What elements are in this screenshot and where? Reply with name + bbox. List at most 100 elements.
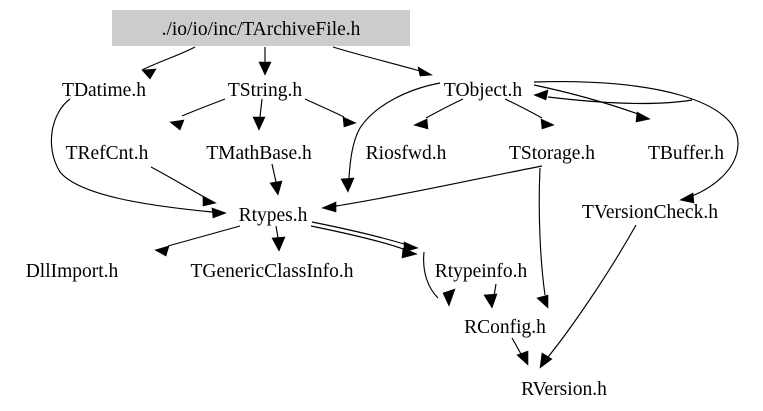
arrowhead-icon — [483, 293, 498, 309]
arrowhead-icon — [403, 241, 419, 253]
arrowhead-icon — [271, 236, 286, 252]
arrowhead-icon — [252, 116, 266, 131]
edge-line — [167, 225, 241, 247]
edge-line — [504, 98, 543, 119]
edge-line — [150, 166, 205, 198]
edge-tobject-to-rtypes — [340, 82, 441, 193]
node-highlight-box — [112, 10, 410, 46]
edge-rtypeinfo-to-rconfig2 — [483, 283, 498, 309]
edge-rtypeinfo-to-rconfig — [423, 251, 456, 307]
arrowhead-icon — [413, 118, 429, 130]
edge-tmathbase-to-rtypes — [269, 163, 283, 196]
node-label: TString.h — [228, 80, 302, 101]
node-label: TStorage.h — [509, 143, 595, 164]
node-label: TGenericClassInfo.h — [191, 261, 354, 282]
graph-node-dllimport[interactable]: DllImport.h — [26, 261, 119, 282]
edge-root-to-tstring — [258, 47, 272, 76]
edge-line — [271, 163, 277, 183]
graph-node-rtypeinfo[interactable]: Rtypeinfo.h — [435, 261, 528, 282]
arrowhead-icon — [321, 201, 337, 213]
edge-root-to-tdatime — [141, 46, 196, 80]
node-label: TBuffer.h — [648, 143, 724, 164]
edge-line — [50, 98, 213, 213]
arrowhead-icon — [258, 61, 272, 76]
edge-line — [423, 251, 439, 299]
edge-tbuffer-to-tobject — [533, 89, 693, 105]
node-label: Riosfwd.h — [366, 143, 447, 164]
edges-layer — [50, 46, 739, 369]
node-label: Rtypes.h — [239, 205, 308, 226]
arrowhead-icon — [154, 245, 170, 257]
graph-node-tdatime[interactable]: TDatime.h — [62, 80, 146, 101]
arrowhead-icon — [202, 195, 217, 207]
graph-node-tobject[interactable]: TObject.h — [444, 80, 522, 101]
edge-line — [259, 98, 263, 118]
edge-root-to-tobject — [332, 46, 433, 77]
arrowhead-icon — [401, 247, 418, 259]
edge-line — [181, 98, 226, 117]
graph-node-root[interactable]: ./io/io/inc/TArchiveFile.h — [112, 10, 410, 46]
graph-node-rversion[interactable]: RVersion.h — [521, 379, 607, 400]
edge-tstorage-to-rconfig — [536, 167, 549, 309]
edge-rtypes-to-dllimport — [154, 225, 241, 257]
graph-node-tversion[interactable]: TVersionCheck.h — [582, 202, 718, 223]
arrowhead-icon — [269, 180, 283, 196]
edge-rtypes-to-rconfig — [310, 225, 418, 259]
arrowhead-icon — [540, 118, 555, 130]
arrowhead-icon — [533, 89, 549, 101]
edge-tobject-to-tbuffer — [533, 84, 651, 123]
edge-line — [348, 82, 441, 179]
graph-node-riosfwd[interactable]: Riosfwd.h — [366, 143, 447, 164]
edge-rtypes-to-rtypeinfo — [311, 221, 419, 253]
edge-tobject-to-riosfwd — [413, 98, 464, 130]
edge-tobject-to-tversion — [533, 80, 739, 204]
graph-node-tstorage[interactable]: TStorage.h — [509, 143, 595, 164]
graph-node-tstring[interactable]: TString.h — [228, 80, 302, 101]
node-label: TObject.h — [444, 80, 522, 101]
edge-rconfig-to-rversion — [511, 337, 529, 366]
node-label: RConfig.h — [464, 317, 546, 338]
edge-line — [141, 46, 196, 71]
edge-rtypes-to-tgeneric — [271, 225, 286, 252]
graph-node-tbuffer[interactable]: TBuffer.h — [648, 143, 724, 164]
edge-line — [538, 167, 546, 296]
arrowhead-icon — [417, 66, 433, 77]
edge-line — [335, 165, 543, 207]
arrowhead-icon — [679, 192, 695, 204]
graph-node-tgeneric[interactable]: TGenericClassInfo.h — [191, 261, 354, 282]
edge-line — [311, 221, 405, 245]
edge-tstring-to-trefcnt — [169, 98, 226, 131]
edge-line — [275, 225, 279, 239]
edge-line — [547, 96, 693, 105]
graph-node-tmathbase[interactable]: TMathBase.h — [206, 143, 312, 164]
edge-tstorage-to-rtypes — [321, 165, 543, 213]
arrowhead-icon — [141, 68, 157, 80]
edge-tobject-to-tstorage — [504, 98, 555, 130]
graph-node-trefcnt[interactable]: TRefCnt.h — [66, 143, 149, 164]
edge-line — [310, 225, 404, 250]
arrowhead-icon — [442, 288, 456, 307]
arrowhead-icon — [340, 177, 355, 193]
edge-line — [533, 84, 639, 115]
edge-tstring-to-tmathbase — [252, 98, 266, 131]
arrowhead-icon — [516, 350, 529, 366]
graph-node-rconfig[interactable]: RConfig.h — [464, 317, 546, 338]
arrowhead-icon — [211, 207, 227, 219]
arrowhead-icon — [536, 294, 549, 309]
arrowhead-icon — [635, 111, 651, 123]
edge-tstring-to-riosfwd — [304, 98, 357, 128]
edge-trefcnt-to-rtypes — [150, 166, 217, 207]
graph-node-rtypes[interactable]: Rtypes.h — [239, 205, 308, 226]
edge-line — [511, 337, 522, 355]
node-label: RVersion.h — [521, 379, 607, 400]
edge-line — [332, 46, 421, 72]
node-label: DllImport.h — [26, 261, 119, 282]
node-label: Rtypeinfo.h — [435, 261, 528, 282]
node-label: TRefCnt.h — [66, 143, 149, 164]
edge-line — [533, 80, 739, 197]
edge-tversion-to-rversion — [539, 224, 637, 369]
node-label: ./io/io/inc/TArchiveFile.h — [162, 19, 361, 40]
